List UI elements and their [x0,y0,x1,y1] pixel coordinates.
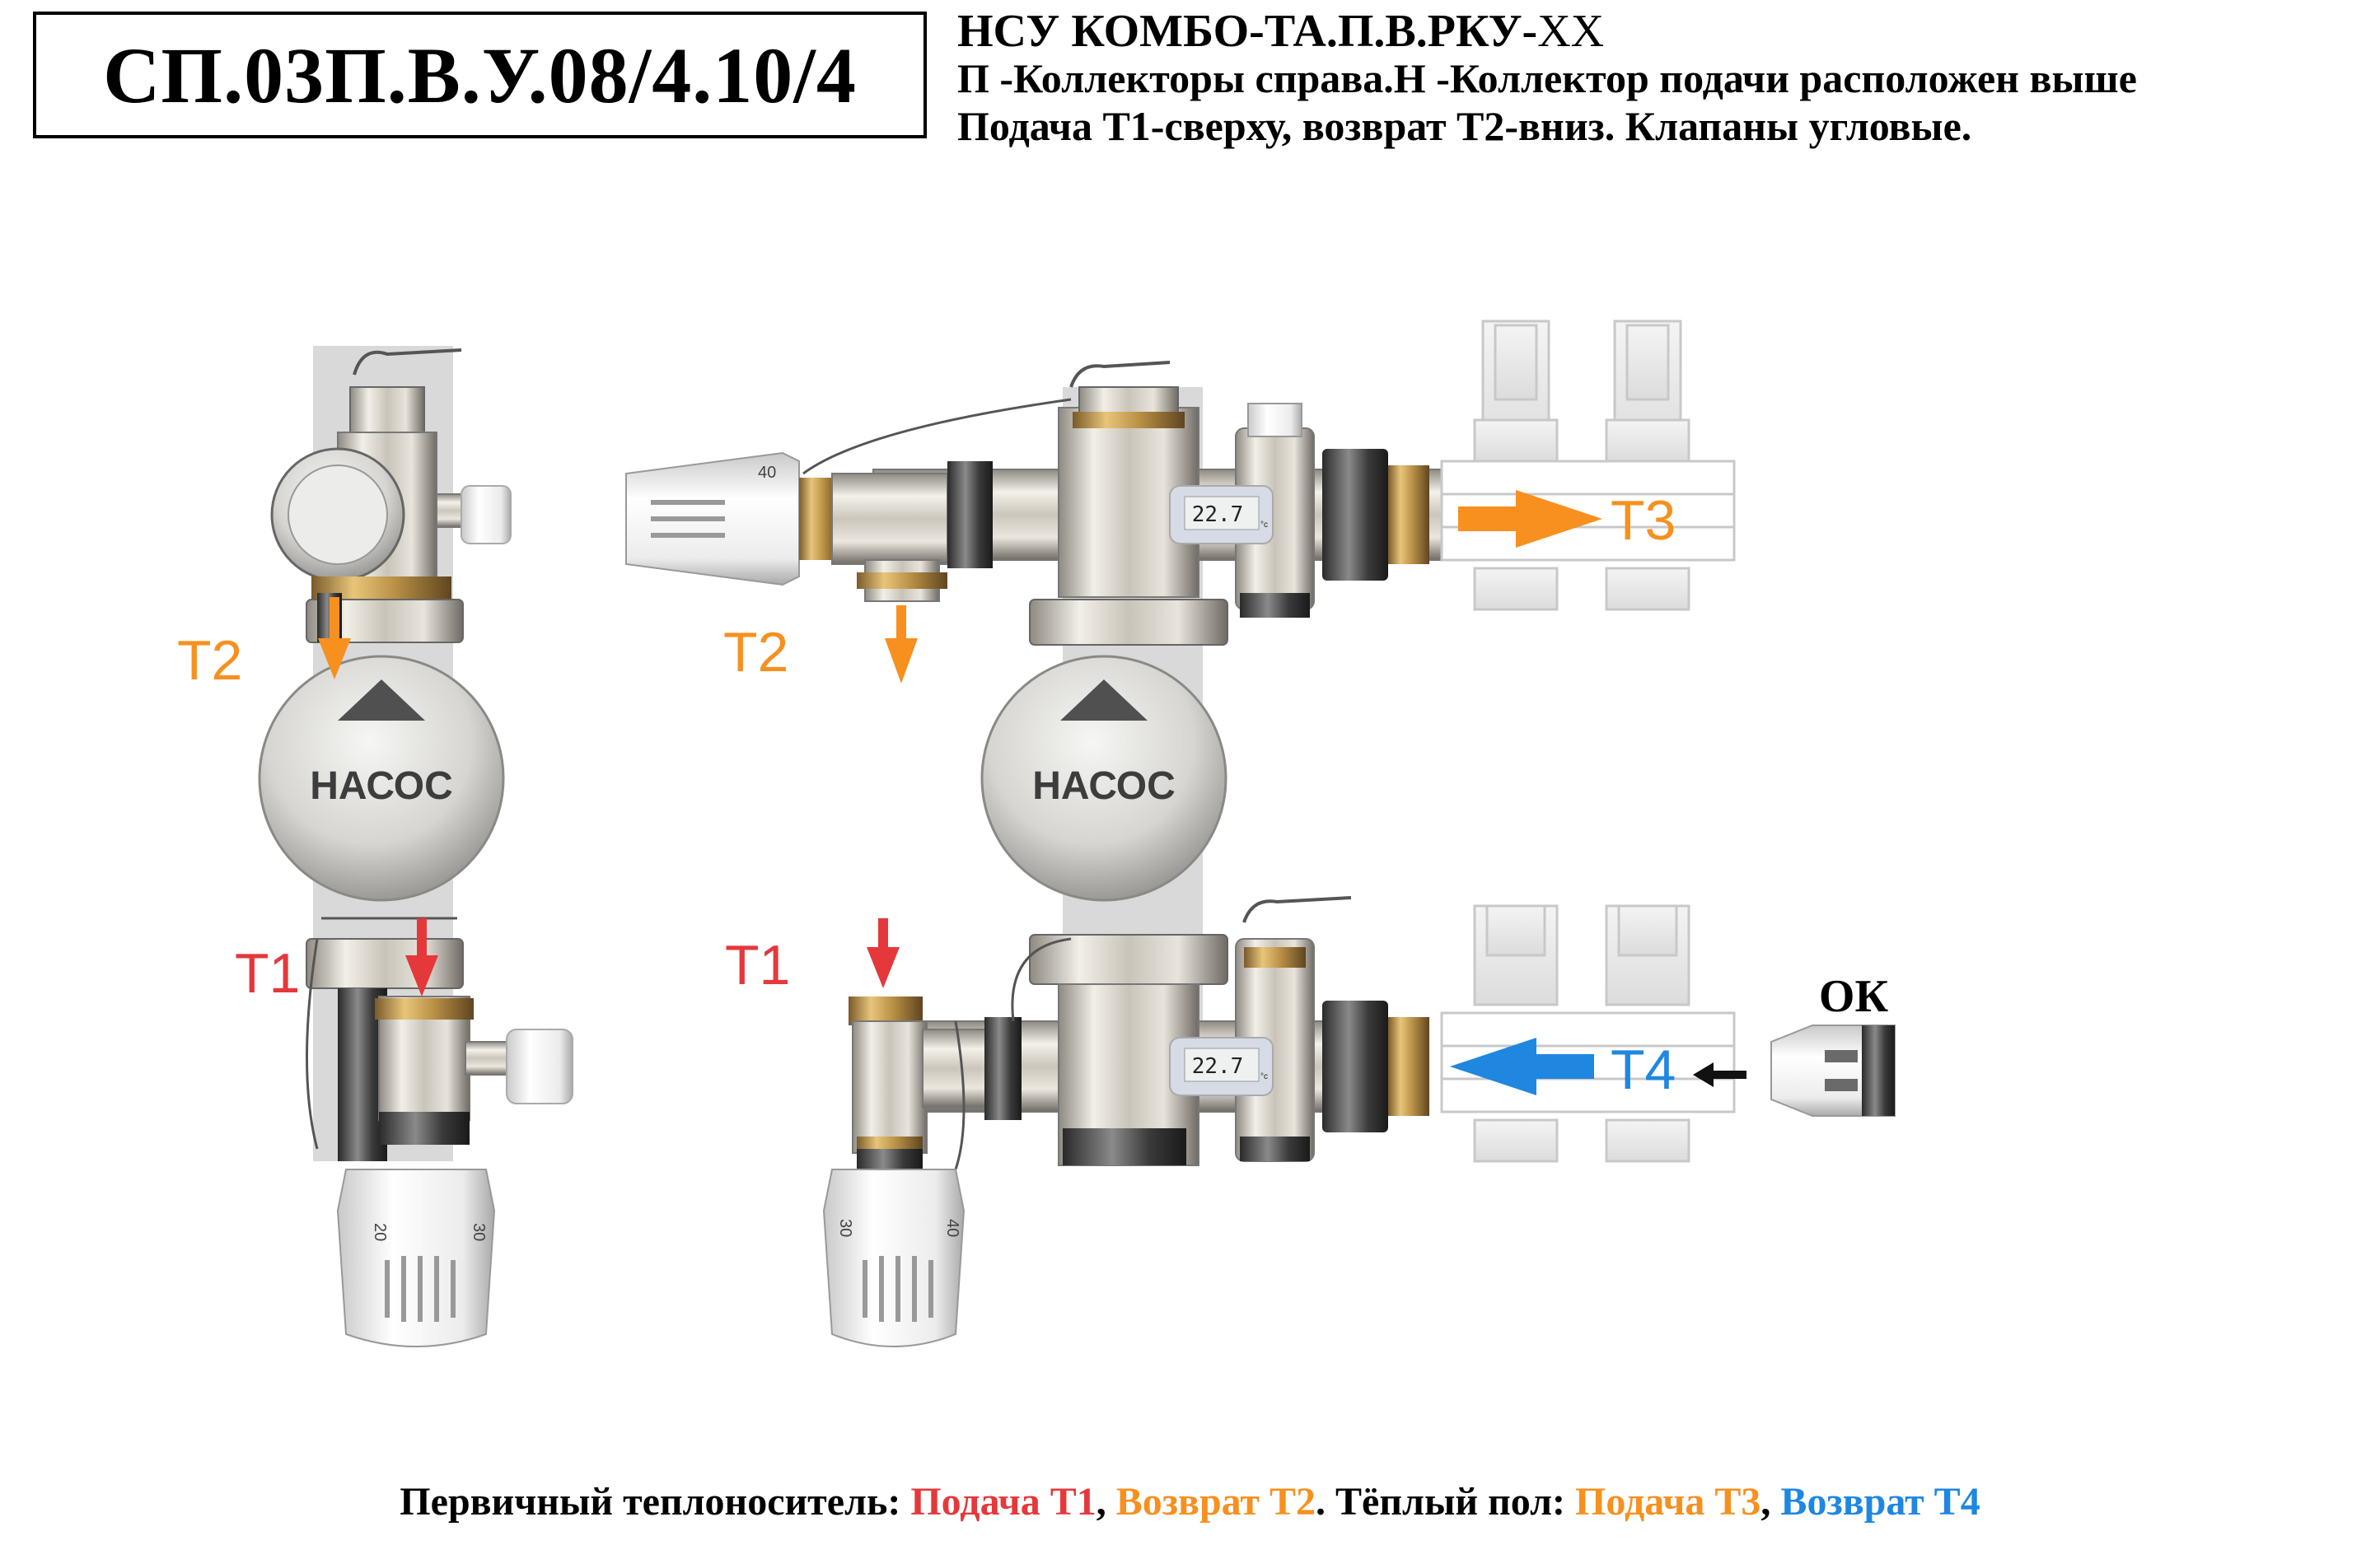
legend-t1: Подача Т1 [910,1480,1096,1524]
ghost-collectors [1440,320,1736,1163]
side-white-knob-top [461,485,512,544]
side-t2-arrow [318,597,351,679]
legend-sep-2: , [1760,1480,1781,1524]
article-code: СП.03П.В.У.08/4.10/4 [103,30,857,119]
front-t2-arrow [885,605,918,684]
side-union-nut-bottom [306,938,464,989]
front-dial-40-top: 40 [758,464,776,482]
side-top-union [349,386,425,437]
legend-mid: . Тёплый пол: [1316,1480,1576,1524]
legend-prefix: Первичный теплоноситель: [400,1480,911,1524]
legend-t2: Возврат Т2 [1115,1480,1316,1524]
front-thermo-head-bottom [822,1169,966,1347]
side-pump-body [258,655,505,902]
front-dial-40: 40 [943,1219,961,1237]
ok-end-cap: ОК [1693,971,1896,1117]
t4-label: Т4 [1611,1039,1676,1101]
legend-t4: Возврат Т4 [1780,1480,1980,1524]
description-line-2: Подача Т1-сверху, возврат Т2-вниз. Клапа… [957,103,1972,149]
side-t2-label: Т2 [177,629,242,692]
front-dial-30: 30 [836,1219,854,1237]
front-upper-union-nut [1029,599,1228,646]
t4-arrow [1450,1038,1594,1095]
ok-label: ОК [1819,971,1889,1022]
front-display-bottom-unit: °c [1260,1072,1268,1081]
ok-arrow [1693,1062,1746,1087]
front-pump-body [980,655,1227,902]
front-display-top-value: 22.7 [1192,502,1244,527]
legend-t3: Подача Т3 [1575,1480,1761,1524]
front-t1-label: Т1 [725,934,790,997]
description-line-1: П -Коллекторы справа.Н -Коллектор подачи… [957,55,2137,101]
t3-label: Т3 [1611,489,1676,552]
side-white-knob-bottom [506,1029,573,1104]
side-dial-30: 30 [470,1223,488,1241]
t3-arrow [1458,490,1602,548]
product-title-main: НСУ КОМБО-ТА.П.В.РКУ- [957,6,1538,57]
product-title: НСУ КОМБО-ТА.П.В.РКУ-ХХ [957,5,1604,58]
side-thermo-head [336,1169,496,1347]
front-view-unit: 40 22.7 °c НАСОС [625,361,1442,1347]
legend-footer: Первичный теплоноситель: Подача Т1, Возв… [0,1479,2380,1524]
legend-sep-1: , [1096,1480,1116,1524]
product-title-suffix: ХХ [1537,6,1605,57]
side-view-unit: НАСОС 20 30 Т2 Т1 [177,346,573,1347]
front-pump-triangle [1060,679,1148,721]
side-t1-label: Т1 [235,942,300,1005]
front-display-top-unit: °c [1260,520,1268,530]
side-union-nut-top [306,599,464,643]
side-pump-label: НАСОС [310,764,453,808]
front-t1-arrow [867,918,900,988]
article-code-box: СП.03П.В.У.08/4.10/4 [33,12,927,138]
front-display-bottom-value: 22.7 [1192,1054,1244,1079]
side-dial-20: 20 [371,1223,389,1241]
front-pump-label: НАСОС [1032,764,1176,808]
side-pump-triangle [338,679,425,721]
side-t1-arrow [405,918,438,997]
side-top-handle [353,348,462,376]
front-t2-label: Т2 [723,621,788,684]
